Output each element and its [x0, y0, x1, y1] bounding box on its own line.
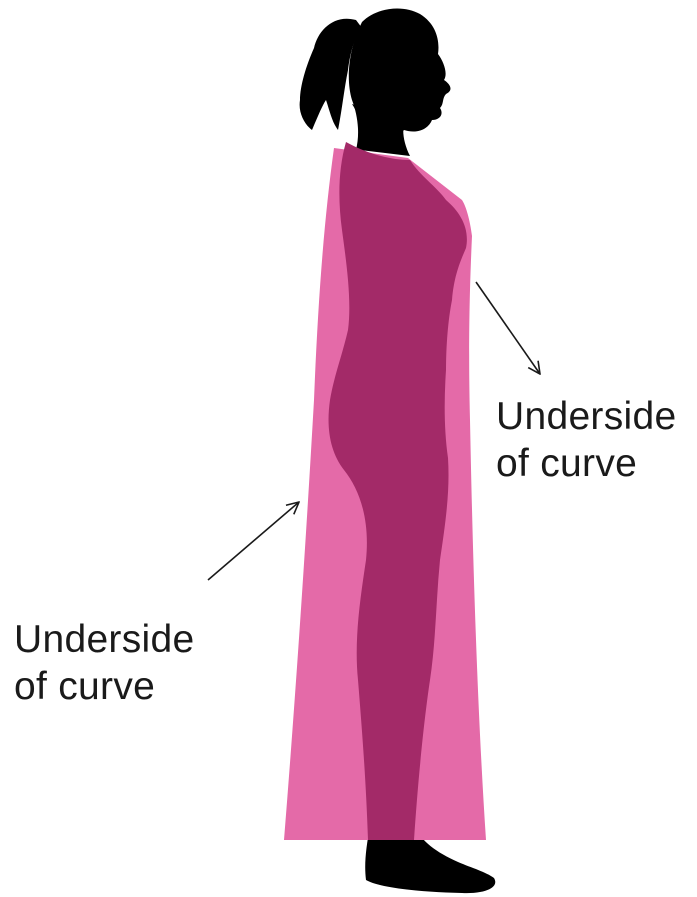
annotation-upper-line1: Underside — [496, 393, 676, 440]
annotation-lower-line2: of curve — [14, 663, 194, 710]
annotation-upper-line2: of curve — [496, 440, 676, 487]
annotation-lower: Underside of curve — [14, 616, 194, 710]
arrow-lower — [208, 502, 299, 580]
annotation-lower-line1: Underside — [14, 616, 194, 663]
arrow-upper — [476, 282, 540, 374]
annotation-upper: Underside of curve — [496, 393, 676, 487]
